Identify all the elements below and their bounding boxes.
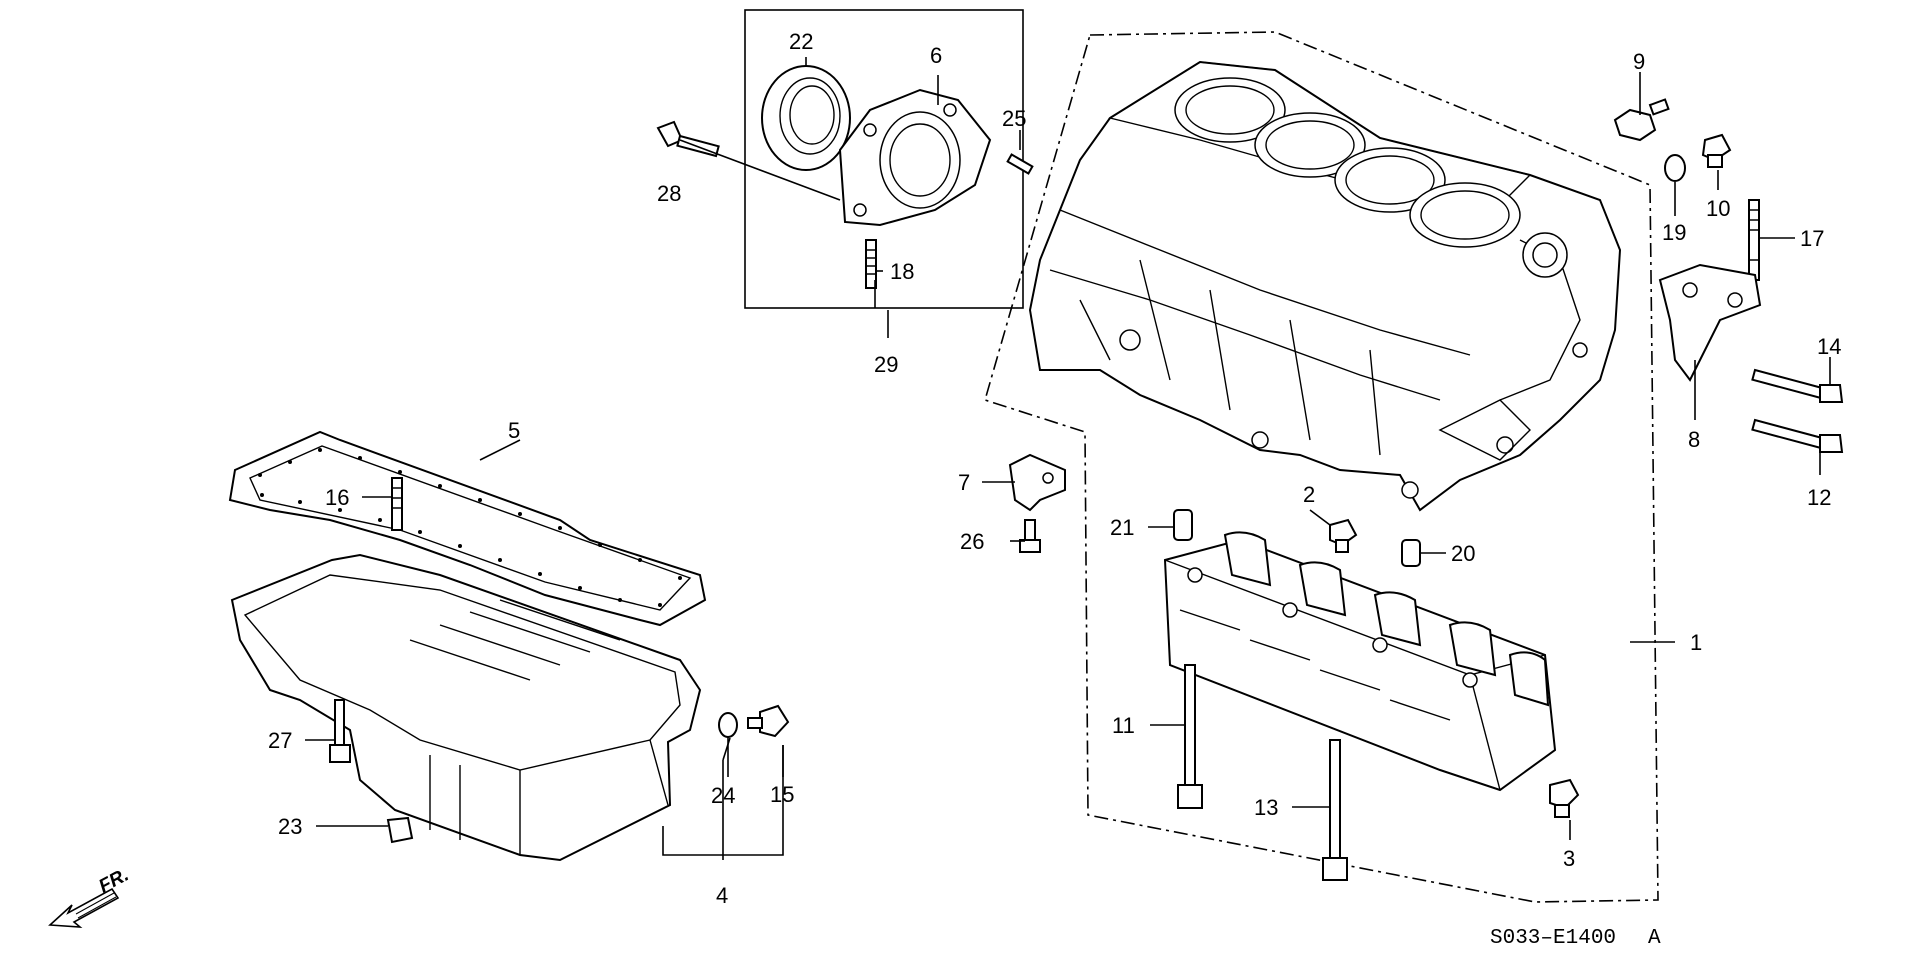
callout-6: 6 xyxy=(930,43,942,68)
callout-28: 28 xyxy=(657,181,681,206)
callout-23: 23 xyxy=(278,814,302,839)
callout-4: 4 xyxy=(716,883,728,908)
front-direction-indicator: FR. xyxy=(48,865,132,928)
callout-5: 5 xyxy=(508,418,520,443)
figure-code: S033–E1400 xyxy=(1490,927,1616,950)
figure-revision: A xyxy=(1648,927,1661,950)
bolt-15 xyxy=(747,704,790,738)
callout-18: 18 xyxy=(890,259,914,284)
callout-27: 27 xyxy=(268,728,292,753)
stud-bolt-16 xyxy=(391,477,403,531)
callout-15: 15 xyxy=(770,782,794,807)
callout-24: 24 xyxy=(711,783,735,808)
callout-10: 10 xyxy=(1706,196,1730,221)
bolt-26 xyxy=(1019,519,1041,553)
callout-22: 22 xyxy=(789,29,813,54)
bracket-8 xyxy=(1658,263,1762,382)
lower-block-bearing-caps xyxy=(1163,531,1557,792)
front-label: FR. xyxy=(95,865,132,898)
callout-21: 21 xyxy=(1110,515,1134,540)
callout-26: 26 xyxy=(960,529,984,554)
callout-16: 16 xyxy=(325,485,349,510)
stud-bolt-17 xyxy=(1748,199,1760,281)
bolt-11 xyxy=(1177,664,1203,809)
callout-25: 25 xyxy=(1002,106,1026,131)
dowel-20 xyxy=(1401,539,1421,567)
callout-8: 8 xyxy=(1688,427,1700,452)
bolt-27 xyxy=(329,699,351,763)
callout-11: 11 xyxy=(1112,713,1135,738)
front-arrow-icon xyxy=(48,887,120,928)
bracket-7 xyxy=(1008,453,1066,512)
callout-19: 19 xyxy=(1662,220,1686,245)
dowel-pin-25 xyxy=(1006,153,1034,175)
bolt-13 xyxy=(1322,739,1348,881)
callout-labels: 1 2 3 4 5 6 7 8 9 10 11 12 13 14 15 16 1… xyxy=(268,29,1841,908)
knock-sensor-9 xyxy=(1613,98,1670,142)
leader-lines xyxy=(305,57,1831,860)
callout-2: 2 xyxy=(1303,482,1315,507)
cylinder-block xyxy=(1028,60,1622,512)
bolt-12 xyxy=(1751,418,1844,453)
bolt-3 xyxy=(1549,778,1580,818)
oil-pan-gasket xyxy=(228,430,707,627)
oil-seal-22 xyxy=(761,65,851,171)
stud-bolt-18 xyxy=(865,239,877,289)
callout-20: 20 xyxy=(1451,541,1475,566)
bolt-2 xyxy=(1329,518,1358,553)
washer-19 xyxy=(1664,154,1686,182)
oil-seal-case-6 xyxy=(838,88,992,227)
callout-1: 1 xyxy=(1690,630,1702,655)
callout-9: 9 xyxy=(1633,49,1645,74)
callout-3: 3 xyxy=(1563,846,1575,871)
oil-pan xyxy=(230,553,702,862)
callout-13: 13 xyxy=(1254,795,1278,820)
callout-29: 29 xyxy=(874,352,898,377)
bolt-10 xyxy=(1701,133,1732,168)
dowel-21 xyxy=(1173,509,1193,541)
callout-7: 7 xyxy=(958,470,970,495)
washer-24 xyxy=(718,712,738,738)
callout-14: 14 xyxy=(1817,334,1841,359)
bolt-14 xyxy=(1751,368,1844,403)
oil-seal-kit-frame xyxy=(744,9,1024,309)
drain-plug-23 xyxy=(386,816,414,844)
callout-17: 17 xyxy=(1800,226,1824,251)
callout-12: 12 xyxy=(1807,485,1831,510)
